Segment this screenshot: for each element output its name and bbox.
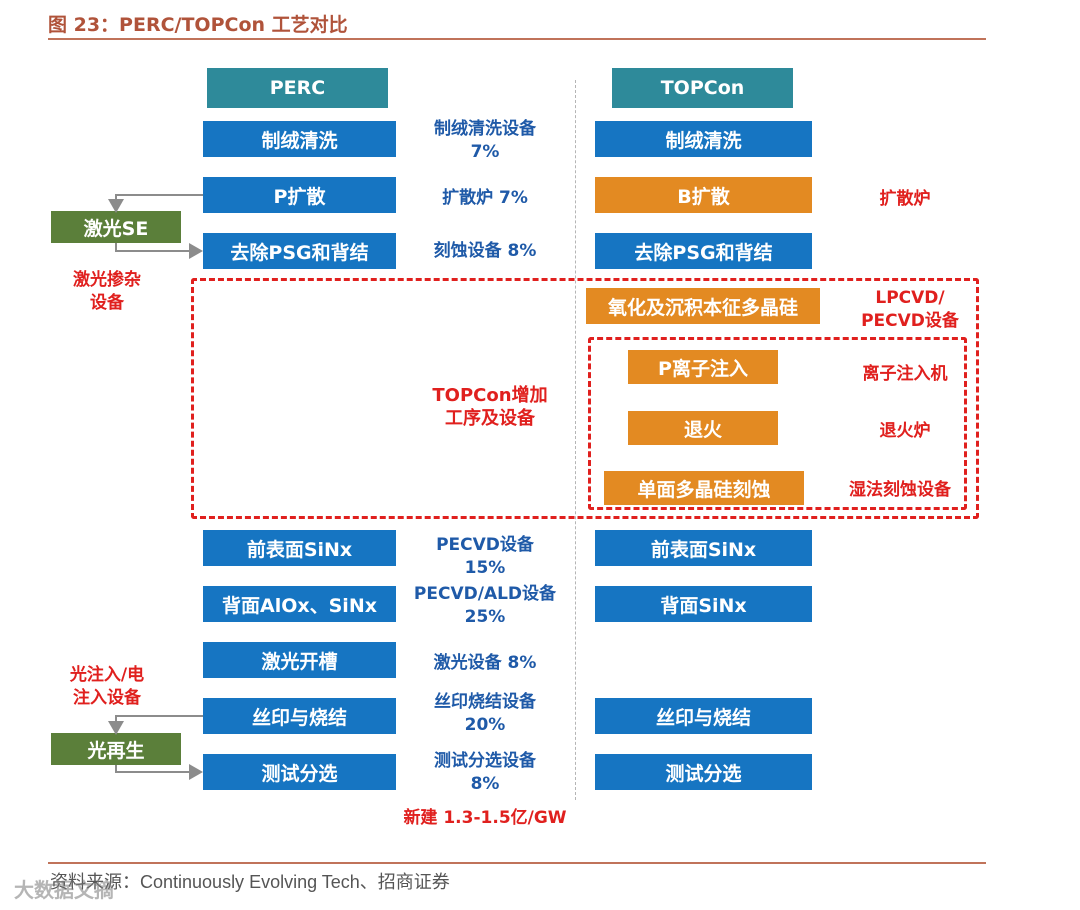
topcon-header: TOPCon: [612, 68, 793, 108]
perc-step-print-firing: 丝印与烧结: [203, 698, 396, 734]
topcon-added-process-label: TOPCon增加工序及设备: [432, 385, 548, 429]
arrow-regeneration-to-test-sort: [115, 764, 203, 780]
figure-title: 图 23：PERC/TOPCon 工艺对比: [48, 14, 348, 36]
equipment-label-laser: 激光设备 8%: [433, 653, 537, 673]
light-injection-equipment-label: 光注入/电注入设备: [69, 665, 145, 708]
laser-se-box: 激光SE: [51, 211, 181, 243]
footer-rule: [48, 862, 986, 864]
topcon-step-print-firing: 丝印与烧结: [595, 698, 812, 734]
source-note: 资料来源：Continuously Evolving Tech、招商证券: [50, 872, 450, 892]
topcon-added-process-frame: [191, 278, 979, 519]
topcon-inner-process-frame: [588, 337, 967, 510]
arrow-p-diffusion-to-laser-se: [108, 194, 203, 213]
perc-step-texturing: 制绒清洗: [203, 121, 396, 157]
perc-step-test-sort: 测试分选: [203, 754, 396, 790]
watermark: 大数据文摘: [14, 878, 114, 902]
topcon-step-b-diffusion: B扩散: [595, 177, 812, 213]
title-rule: [48, 38, 986, 40]
arrow-print-firing-to-regeneration: [108, 715, 203, 735]
topcon-equipment-wet-etch: 湿法刻蚀设备: [849, 480, 951, 500]
perc-header: PERC: [207, 68, 388, 108]
equipment-label-etching: 刻蚀设备 8%: [433, 241, 537, 261]
light-regeneration-box: 光再生: [51, 733, 181, 765]
topcon-equipment-anneal-furnace: 退火炉: [879, 421, 931, 441]
topcon-step-poly-etch: 单面多晶硅刻蚀: [604, 471, 804, 505]
column-divider: [575, 80, 576, 800]
topcon-equipment-lpcvd-pecvd: LPCVD/PECVD设备: [861, 288, 959, 331]
topcon-step-rear-sinx: 背面SiNx: [595, 586, 812, 622]
equipment-label-diffusion: 扩散炉 7%: [442, 188, 528, 208]
new-investment-label: 新建 1.3-1.5亿/GW: [403, 808, 567, 828]
perc-step-psg-removal: 去除PSG和背结: [203, 233, 396, 269]
perc-step-front-sinx: 前表面SiNx: [203, 530, 396, 566]
topcon-step-test-sort: 测试分选: [595, 754, 812, 790]
perc-step-p-diffusion: P扩散: [203, 177, 396, 213]
topcon-equipment-ion-implanter: 离子注入机: [862, 364, 948, 384]
topcon-step-psg-removal: 去除PSG和背结: [595, 233, 812, 269]
topcon-step-texturing: 制绒清洗: [595, 121, 812, 157]
topcon-step-front-sinx: 前表面SiNx: [595, 530, 812, 566]
topcon-step-oxidation-poly: 氧化及沉积本征多晶硅: [586, 288, 820, 324]
perc-step-laser-grooving: 激光开槽: [203, 642, 396, 678]
perc-step-rear-alox-sinx: 背面AlOx、SiNx: [203, 586, 396, 622]
arrow-laser-se-to-psg-removal: [115, 243, 203, 259]
topcon-step-p-implant: P离子注入: [628, 350, 778, 384]
laser-doping-equipment-label: 激光掺杂设备: [73, 270, 141, 313]
topcon-equipment-diffusion-furnace: 扩散炉: [879, 189, 931, 209]
topcon-step-anneal: 退火: [628, 411, 778, 445]
